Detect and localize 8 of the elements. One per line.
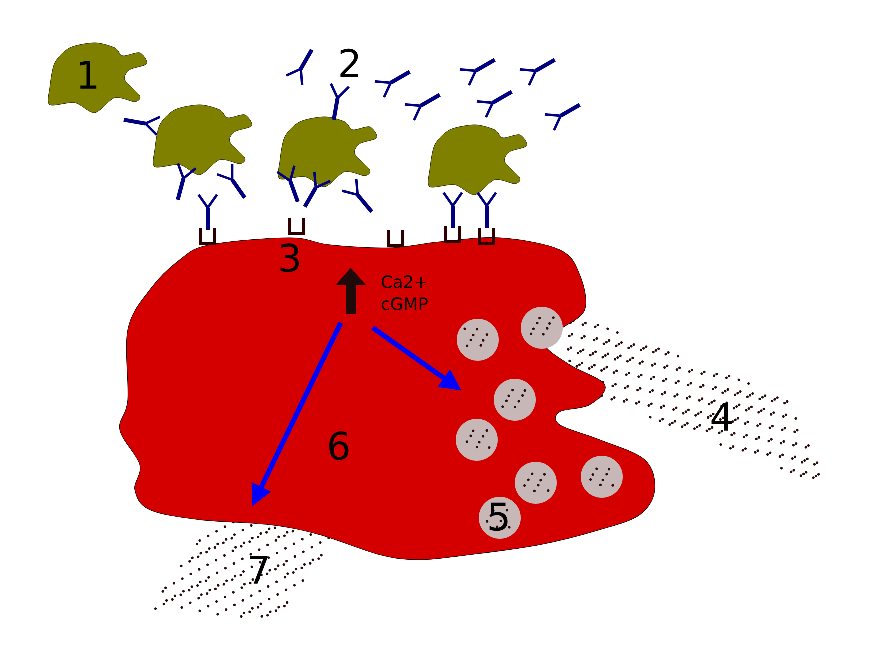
callout-number: 2 xyxy=(340,48,358,78)
callout-number: 3 xyxy=(280,244,300,272)
callout-number: 1 xyxy=(80,61,97,89)
callout-number: 5 xyxy=(490,502,508,532)
callout-number: 4 xyxy=(712,403,732,431)
callout-number: 6 xyxy=(330,432,349,460)
signal-label: Ca2+ cGMP xyxy=(382,276,428,310)
callout-number: 7 xyxy=(250,556,268,584)
